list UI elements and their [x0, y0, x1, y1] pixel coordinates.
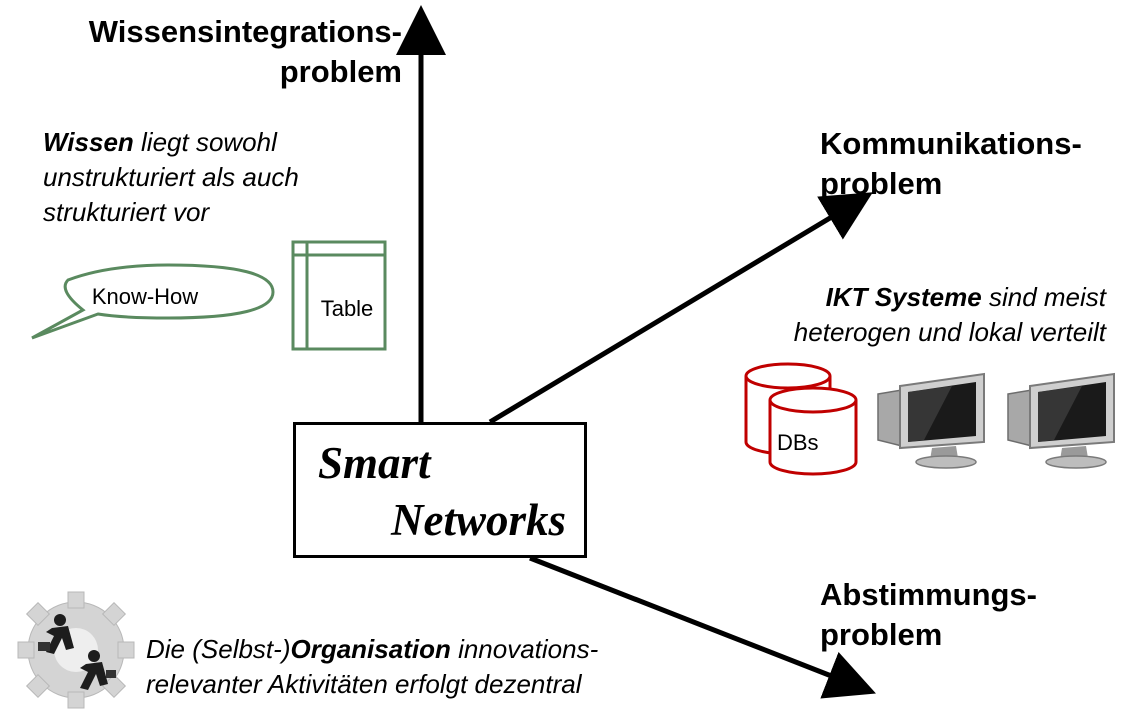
- note-text: innovations-: [450, 634, 599, 664]
- computer-monitor-icon: [877, 372, 985, 469]
- note-line: relevanter Aktivitäten erfolgt dezentral: [146, 669, 582, 699]
- db-label: DBs: [777, 430, 819, 455]
- know-how-label: Know-How: [91, 284, 199, 309]
- note-line: Die (Selbst-)Organisation innovations-: [146, 632, 706, 667]
- note-text: liegt sowohl: [133, 127, 277, 157]
- note-line: unstrukturiert als auch: [43, 162, 299, 192]
- smart-networks-box: Smart Networks: [293, 422, 587, 558]
- note-text: Die (Selbst-): [146, 634, 291, 664]
- wissensintegration-heading: Wissensintegrations- problem: [40, 12, 402, 92]
- organisation-note: Die (Selbst-)Organisation innovations- r…: [146, 632, 706, 702]
- abstimmung-heading: Abstimmungs- problem: [820, 575, 1037, 655]
- note-line: heterogen und lokal verteilt: [793, 317, 1106, 347]
- arrow-up-right: [488, 192, 873, 425]
- note-line: IKT Systeme sind meist: [700, 280, 1106, 315]
- database-icon: [744, 362, 858, 476]
- arrow-down-right: [529, 555, 876, 699]
- speech-bubble-icon: [31, 263, 275, 340]
- center-line2: Networks: [391, 495, 567, 545]
- ikt-note: IKT Systeme sind meist heterogen und lok…: [700, 280, 1106, 350]
- kommunikation-heading: Kommunikations- problem: [820, 124, 1082, 204]
- note-text: sind meist: [981, 282, 1106, 312]
- heading-line: Abstimmungs-: [820, 577, 1037, 612]
- heading-line: Kommunikations-: [820, 126, 1082, 161]
- heading-line: problem: [279, 54, 402, 89]
- note-line: Wissen liegt sowohl: [43, 125, 383, 160]
- note-line: strukturiert vor: [43, 197, 210, 227]
- note-bold: Organisation: [290, 634, 451, 664]
- center-line1: Smart: [318, 438, 431, 488]
- heading-line: problem: [820, 617, 943, 652]
- table-icon: [291, 240, 387, 351]
- computer-monitor-icon: [1007, 372, 1115, 469]
- table-label: Table: [320, 296, 374, 321]
- business-people-gear-icon: [17, 591, 135, 709]
- wissen-note: Wissen liegt sowohl unstrukturiert als a…: [43, 125, 383, 230]
- heading-line: Wissensintegrations-: [88, 14, 402, 49]
- note-bold: IKT Systeme: [825, 282, 982, 312]
- heading-line: problem: [820, 166, 943, 201]
- note-bold: Wissen: [43, 127, 134, 157]
